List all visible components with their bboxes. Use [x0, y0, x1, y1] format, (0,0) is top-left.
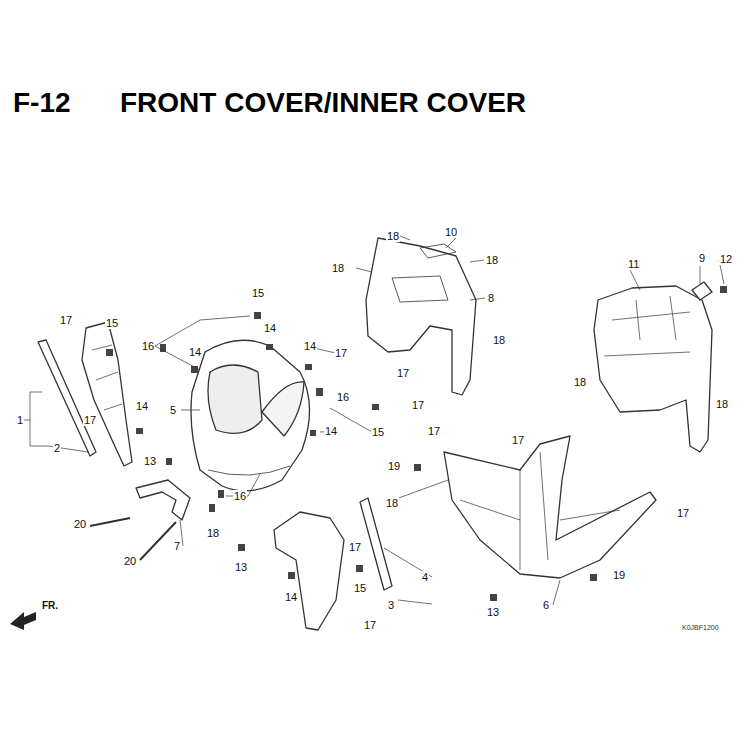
callout-number: 17: [348, 541, 362, 553]
side-panel: [82, 322, 132, 466]
callout-number: 17: [396, 367, 410, 379]
callout-number: 16: [336, 391, 350, 403]
page-number: F-12: [13, 89, 71, 117]
callout-number: 2: [53, 442, 61, 454]
callout-number: 18: [385, 497, 399, 509]
callout-number: 18: [386, 230, 400, 242]
callout-number: 14: [284, 591, 298, 603]
callout-number: 9: [698, 252, 706, 264]
callout-number: 14: [303, 340, 317, 352]
inner-cover-lower: [594, 286, 712, 452]
front-cover-lens: [262, 382, 304, 436]
callout-number: 17: [511, 434, 525, 446]
callout-number: 19: [387, 460, 401, 472]
callout-number: 13: [486, 606, 500, 618]
callout-number: 11: [627, 258, 640, 270]
callout-number: 18: [206, 527, 220, 539]
callout-number: 4: [421, 571, 429, 583]
callout-number: 14: [324, 425, 338, 437]
leader-lines: [22, 236, 724, 605]
bracket: [136, 480, 190, 520]
callout-number: 15: [371, 426, 385, 438]
callout-number: 18: [485, 254, 499, 266]
callout-number: 16: [141, 340, 155, 352]
callout-number: 20: [73, 518, 87, 530]
fasteners: [106, 286, 727, 601]
callout-number: 15: [353, 582, 367, 594]
callout-number: 14: [188, 346, 202, 358]
callout-number: 17: [411, 399, 425, 411]
lower-front-cover: [274, 512, 344, 630]
floor-panel: [444, 436, 656, 578]
callout-number: 20: [123, 555, 137, 567]
callout-number: 17: [363, 619, 377, 631]
callout-number: 17: [427, 425, 441, 437]
callout-number: 16: [233, 490, 247, 502]
callout-number: 18: [492, 334, 506, 346]
callout-number: 6: [542, 599, 550, 611]
drawing-code: K0JBF1200: [681, 624, 720, 632]
callout-number: 14: [263, 322, 277, 334]
callout-number: 15: [251, 287, 265, 299]
diagram-title: FRONT COVER/INNER COVER: [120, 89, 526, 117]
callout-number: 19: [612, 569, 626, 581]
callout-number: 13: [143, 455, 157, 467]
headlight-opening: [208, 365, 262, 433]
callout-number: 15: [105, 317, 119, 329]
callout-number: 10: [444, 226, 458, 238]
front-cover: [191, 340, 310, 491]
callout-number: 8: [487, 292, 495, 304]
lower-strip: [360, 498, 392, 590]
callout-number: 14: [135, 400, 149, 412]
clip: [692, 282, 712, 300]
callout-number: 5: [169, 404, 177, 416]
front-arrow: [10, 612, 36, 630]
callout-number: 7: [173, 540, 181, 552]
inner-cover-upper: [366, 238, 476, 395]
callout-number: 3: [387, 599, 395, 611]
callout-number: 17: [83, 414, 97, 426]
callout-number: 18: [573, 376, 587, 388]
callout-number: 17: [334, 347, 348, 359]
callout-number: 17: [59, 314, 73, 326]
callout-number: 1: [16, 414, 24, 426]
callout-number: 18: [331, 262, 345, 274]
callout-number: 12: [719, 253, 733, 265]
callout-number: 18: [715, 398, 729, 410]
callout-number: 17: [676, 507, 690, 519]
callout-number: 13: [234, 561, 248, 573]
front-indicator: FR.: [41, 600, 59, 611]
